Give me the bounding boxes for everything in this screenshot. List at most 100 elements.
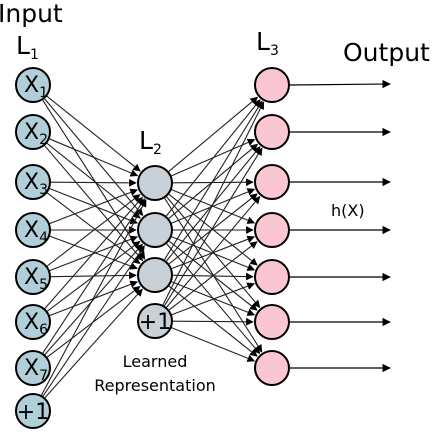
edge-input-6-to-hidden-1 — [43, 196, 143, 310]
edge-input-8-to-hidden-1 — [40, 199, 147, 397]
layer1-subscript: 1 — [30, 47, 39, 63]
input-node-3: X3 — [15, 164, 51, 200]
input-node-letter: X — [24, 310, 39, 335]
input-node-circle — [15, 164, 51, 200]
edge-hidden-4-to-output-4 — [168, 241, 258, 311]
hidden-layer — [137, 165, 173, 293]
input-bias-circle — [15, 393, 51, 429]
input-node-subscript: 7 — [39, 368, 48, 384]
input-node-letter: X — [24, 218, 39, 243]
input-node-label: X4 — [24, 218, 48, 246]
input-node-subscript: 6 — [39, 322, 48, 338]
learned-representation-line1: Learned — [123, 352, 188, 371]
output-arrows — [288, 79, 391, 373]
hidden-node-2 — [137, 212, 173, 248]
edge-hidden-4-to-output-3 — [165, 195, 261, 309]
input-node-letter: X — [24, 265, 39, 290]
input-node-letter: X — [24, 73, 39, 98]
edge-input-1-to-hidden-1 — [45, 95, 141, 172]
input-node-6: X6 — [15, 304, 51, 340]
edge-hidden-3-to-output-3 — [167, 193, 258, 265]
input-node-1: X1 — [15, 67, 51, 103]
input-node-label: X7 — [24, 356, 48, 384]
input-node-letter: X — [24, 120, 39, 145]
output-node-1 — [254, 67, 290, 103]
input-node-2: X2 — [15, 114, 51, 150]
edge-input-8-to-hidden-3 — [43, 288, 143, 399]
layer1-label: L1 — [16, 31, 39, 63]
input-node-subscript: 3 — [39, 182, 48, 198]
edge-input-5-to-hidden-3 — [49, 271, 137, 280]
input-node-subscript: 5 — [39, 277, 48, 293]
edge-hidden-4-to-output-7 — [170, 326, 256, 362]
output-node-4 — [254, 212, 290, 248]
layer3-label: L3 — [256, 27, 279, 59]
output-arrow-1 — [288, 79, 391, 89]
layer1-letter: L — [16, 31, 30, 60]
edge-input-4-to-hidden-3 — [48, 235, 138, 270]
edge-input-1-to-hidden-3 — [41, 99, 146, 260]
edge-input-4-to-hidden-1 — [48, 188, 138, 225]
input-node-circle — [15, 350, 51, 386]
layer2-subscript: 2 — [153, 142, 162, 158]
input-node-circle — [15, 212, 51, 248]
hidden-node-3 — [137, 257, 173, 293]
learned-representation-line2: Representation — [94, 376, 216, 395]
edge-hidden-3-to-output-1 — [163, 100, 263, 261]
edge-input-2-to-hidden-2 — [45, 142, 141, 219]
input-node-label: X1 — [24, 73, 48, 101]
edge-hidden-1-to-output-1 — [167, 96, 259, 173]
output-node-2 — [254, 114, 290, 150]
input-node-letter: X — [24, 356, 39, 381]
edge-hidden-4-to-output-6 — [171, 317, 254, 326]
edge-hidden-3-to-output-7 — [167, 285, 258, 357]
hidden-bias-label: +1 — [139, 310, 171, 335]
edge-input-2-to-hidden-1 — [48, 138, 139, 177]
input-node-5: X5 — [15, 259, 51, 295]
edge-hidden-2-to-output-3 — [170, 188, 256, 225]
input-node-circle — [15, 259, 51, 295]
layer2-label: L2 — [139, 126, 162, 158]
output-node-5 — [254, 259, 290, 295]
input-node-subscript: 4 — [39, 230, 48, 246]
edge-hidden-4-to-output-1 — [162, 101, 265, 307]
edge-input-7-to-hidden-2 — [43, 243, 143, 356]
input-node-circle — [15, 114, 51, 150]
edge-input-8-to-hidden-2 — [42, 245, 145, 398]
edge-input-3-to-hidden-1 — [49, 178, 137, 187]
output-function-label: h(X) — [331, 201, 365, 220]
output-node-6 — [254, 304, 290, 340]
input-node-label: X2 — [24, 120, 48, 148]
input-to-hidden-connections — [40, 95, 147, 399]
input-node-7: X7 — [15, 350, 51, 386]
edge-input-3-to-hidden-3 — [46, 191, 141, 264]
edge-hidden-3-to-output-6 — [170, 280, 256, 316]
input-bias-label: +1 — [17, 400, 49, 425]
edge-input-5-to-hidden-1 — [46, 194, 141, 268]
input-node-label: X5 — [24, 265, 48, 293]
input-bias-node: +1 — [15, 393, 51, 429]
input-title: Input — [0, 0, 63, 28]
input-node-subscript: 1 — [39, 85, 48, 101]
input-node-circle — [15, 304, 51, 340]
output-node-3 — [254, 164, 290, 200]
input-node-subscript: 2 — [39, 132, 48, 148]
hidden-node-1 — [137, 165, 173, 201]
input-node-circle — [15, 67, 51, 103]
layer2-letter: L — [139, 126, 153, 155]
edge-hidden-2-to-output-1 — [165, 99, 261, 218]
edge-hidden-1-to-output-7 — [163, 197, 263, 353]
input-node-4: X4 — [15, 212, 51, 248]
input-node-letter: X — [24, 170, 39, 195]
input-node-label: X6 — [24, 310, 48, 338]
edge-hidden-4-to-output-2 — [163, 147, 263, 307]
output-node-7 — [254, 350, 290, 386]
hidden-to-output-connections — [162, 96, 265, 362]
layer3-letter: L — [256, 27, 270, 56]
hidden-bias-circle — [137, 303, 173, 339]
edge-input-3-to-hidden-2 — [48, 187, 139, 225]
hidden-bias-node: +1 — [137, 303, 173, 339]
layer3-subscript: 3 — [270, 43, 279, 59]
